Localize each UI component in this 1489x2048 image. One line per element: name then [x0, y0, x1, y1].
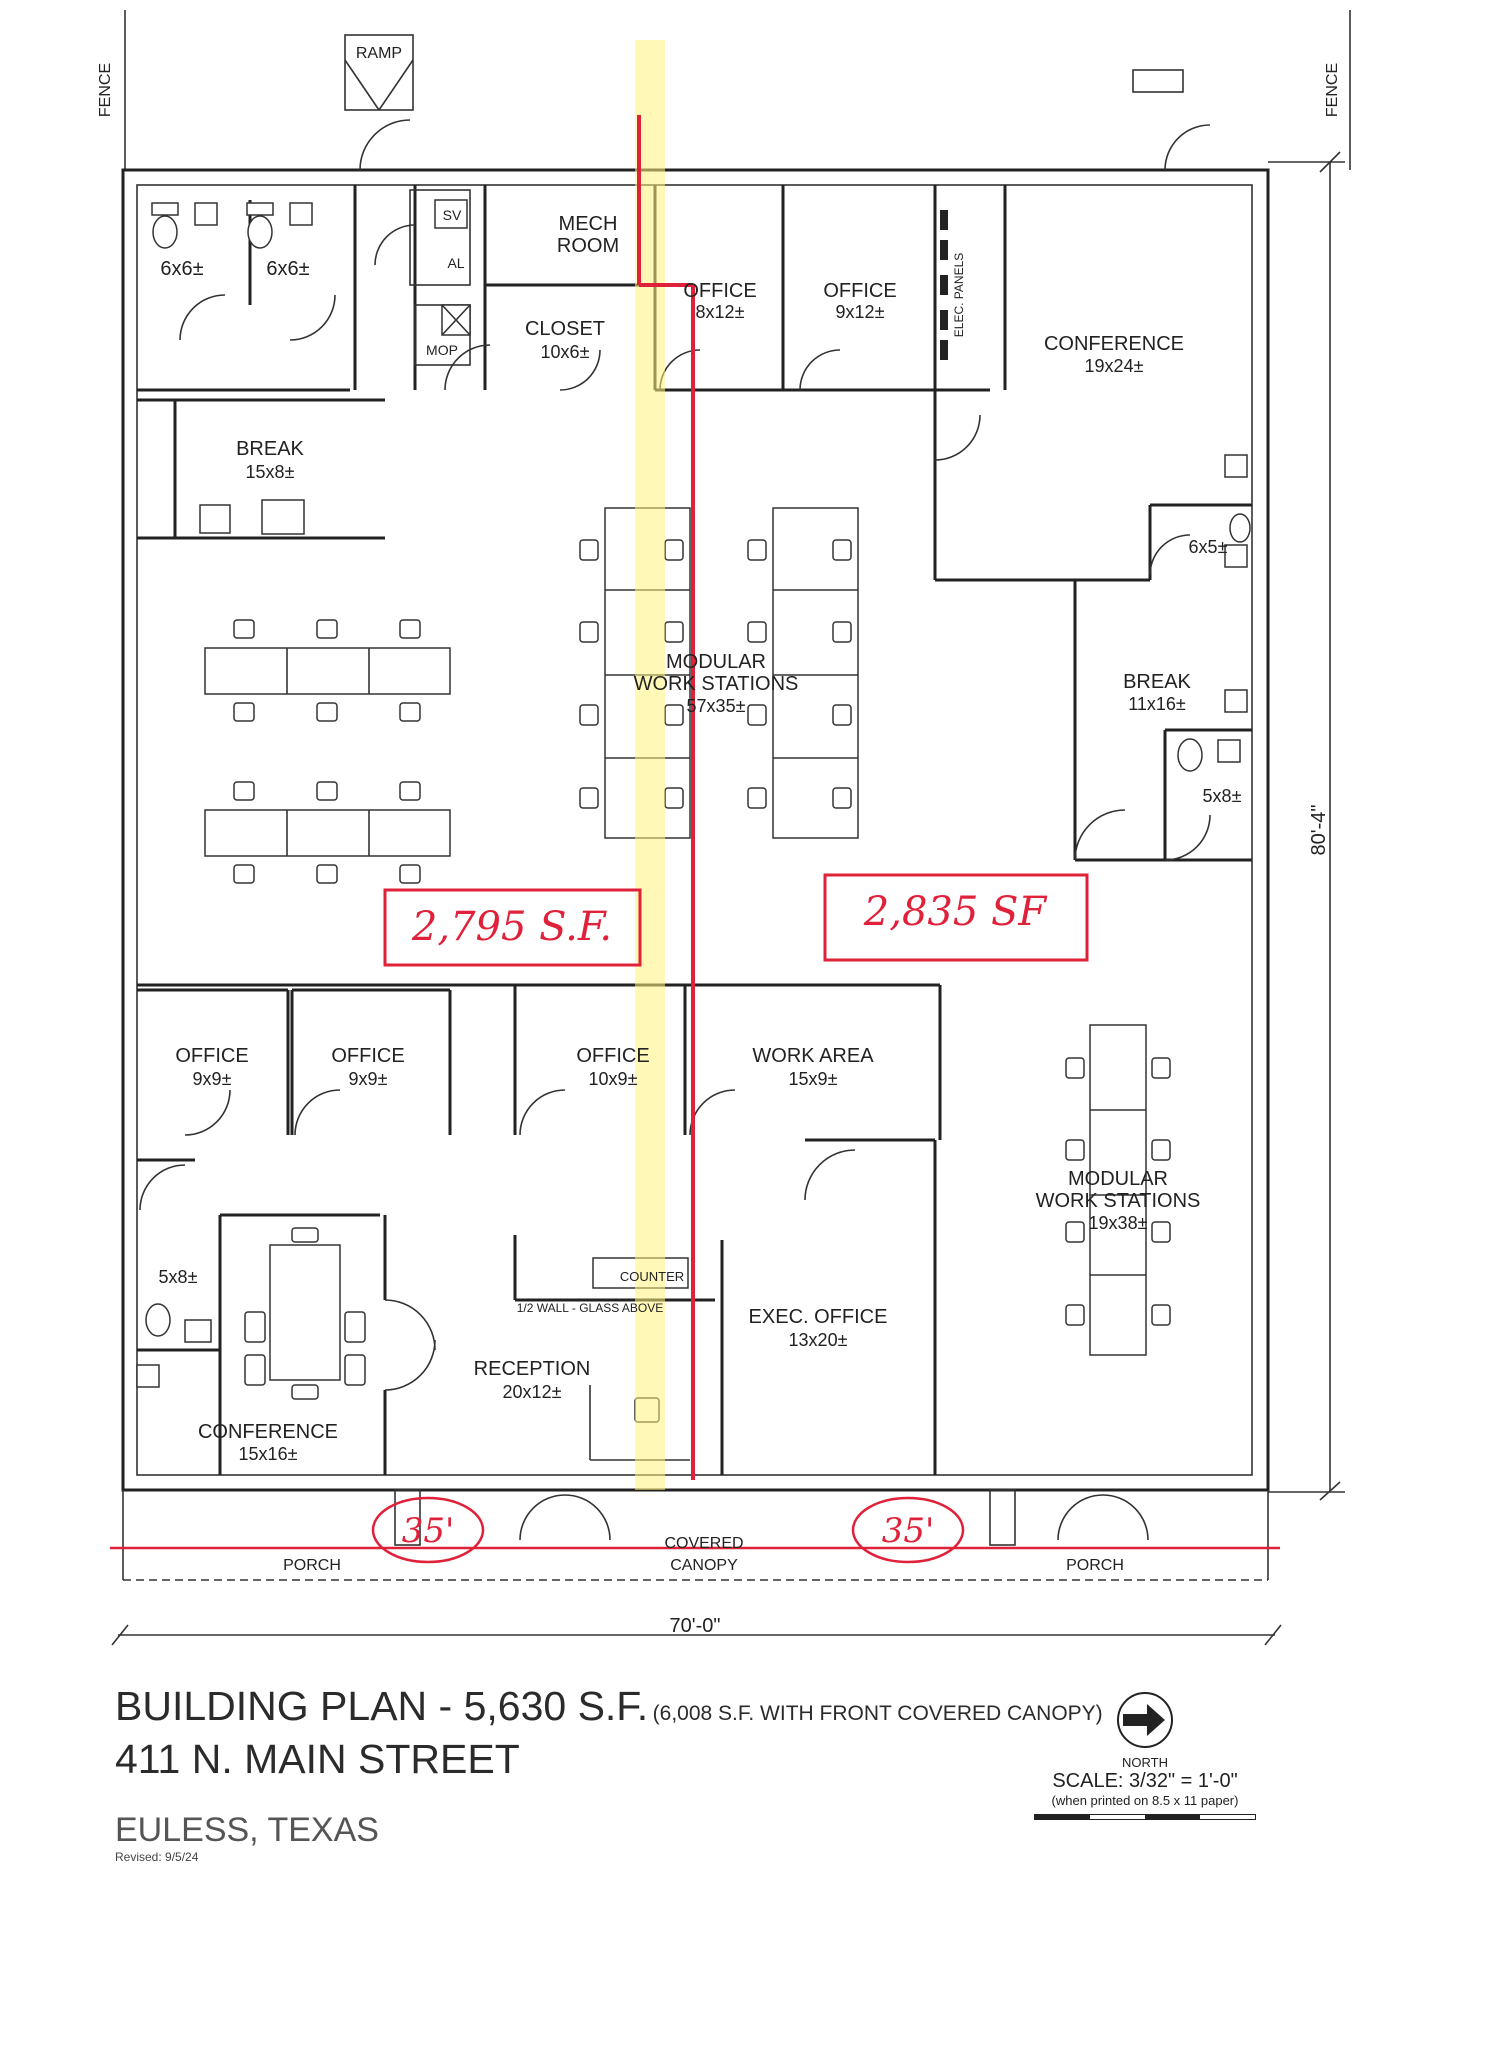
sf-left-annotation: 2,795 S.F. [411, 904, 612, 950]
markup-boxes [371, 873, 1089, 1564]
office-top1-name: OFFICE [683, 280, 756, 302]
mop-label: MOP [426, 342, 458, 358]
scale-note: (when printed on 8.5 x 11 paper) [1051, 1793, 1239, 1808]
restroom-a-size: 6x6± [160, 258, 203, 280]
scale-label: SCALE: 3/32" = 1'-0" [1052, 1770, 1238, 1792]
ft-right-annotation: 35' [882, 1511, 935, 1551]
title-line: BUILDING PLAN - 5,630 S.F. (6,008 S.F. W… [115, 1683, 1103, 1730]
modular-right-label-1: MODULAR [1068, 1168, 1168, 1190]
scale-bar [1034, 1814, 1256, 1820]
closet-size: 10x6± [541, 342, 590, 362]
sf-right-annotation: 2,835 SF [863, 889, 1048, 935]
title-block: BUILDING PLAN - 5,630 S.F. (6,008 S.F. W… [115, 1683, 1103, 1864]
office-top1-size: 8x12± [696, 302, 745, 322]
closet-name: CLOSET [525, 318, 605, 340]
break-left-name: BREAK [236, 438, 304, 460]
porch-area [122, 1489, 1269, 1581]
restroom-b-size: 6x6± [266, 258, 309, 280]
break-right-name: BREAK [1123, 671, 1191, 693]
conference-bottom-name: CONFERENCE [198, 1421, 338, 1443]
reception-name: RECEPTION [474, 1358, 591, 1380]
break-right-size: 11x16± [1128, 694, 1186, 714]
address: 411 N. MAIN STREET [115, 1736, 520, 1782]
electrical-panels [940, 210, 948, 360]
top-room-walls [137, 185, 1252, 862]
porch-left-label: PORCH [283, 1557, 341, 1574]
north-label: NORTH [1122, 1755, 1168, 1770]
exec-office-size: 13x20± [789, 1330, 848, 1350]
covered-canopy-label-1: COVERED [664, 1535, 743, 1552]
office-b2-size: 9x9± [349, 1069, 388, 1089]
exec-office-name: EXEC. OFFICE [749, 1306, 888, 1328]
scale-block: NORTH SCALE: 3/32" = 1'-0" (when printed… [1020, 1690, 1270, 1820]
fence-lines [124, 10, 1351, 170]
sv-label: SV [443, 207, 462, 223]
office-b1-size: 9x9± [193, 1069, 232, 1089]
fence-right-label: FENCE [1324, 63, 1341, 117]
office-b3-size: 10x9± [589, 1069, 638, 1089]
modular-right-size: 19x38± [1089, 1213, 1148, 1233]
counter-label: COUNTER [620, 1269, 684, 1284]
restroom-5x8-right-size: 5x8± [1203, 786, 1242, 806]
reception-size: 20x12± [503, 1382, 562, 1402]
markup-highlight [110, 40, 1280, 1550]
dimension-80-label: 80'-4" [1308, 805, 1330, 856]
mech-room-label-2: ROOM [557, 235, 619, 257]
north-arrow-icon [1117, 1692, 1173, 1748]
mech-room-label-1: MECH [559, 213, 618, 235]
office-top2-size: 9x12± [836, 302, 885, 322]
restroom-5x8-left-size: 5x8± [159, 1267, 198, 1287]
al-label: AL [447, 255, 464, 271]
dimension-70-label: 70'-0" [670, 1615, 721, 1637]
dimension-lines [111, 151, 1345, 1646]
revised-date: Revised: 9/5/24 [115, 1850, 199, 1864]
ft-left-annotation: 35' [402, 1511, 455, 1551]
plan-title: BUILDING PLAN - 5,630 S.F. [115, 1683, 649, 1729]
ramp [344, 34, 1184, 111]
restroom-fixtures [136, 202, 1251, 1388]
porch-right-label: PORCH [1066, 1557, 1124, 1574]
work-area-name: WORK AREA [752, 1045, 874, 1067]
elec-panels-label: ELEC. PANELS [952, 253, 966, 337]
modular-main-size: 57x35± [687, 696, 746, 716]
desk-clusters [204, 507, 1147, 1381]
office-b1-name: OFFICE [175, 1045, 248, 1067]
door-swings [139, 119, 1211, 1541]
conference-bottom-size: 15x16± [239, 1444, 298, 1464]
modular-main-label-2: WORK STATIONS [634, 673, 799, 695]
city: EULESS, TEXAS [115, 1811, 379, 1849]
chairs [233, 539, 1171, 1423]
break-left-size: 15x8± [246, 462, 295, 482]
conference-top-name: CONFERENCE [1044, 333, 1184, 355]
fence-left-label: FENCE [97, 63, 114, 117]
covered-canopy-label-2: CANOPY [670, 1557, 738, 1574]
modular-main-label-1: MODULAR [666, 651, 766, 673]
office-b3-name: OFFICE [576, 1045, 649, 1067]
restroom-6x5-size: 6x5± [1189, 537, 1228, 557]
office-top2-name: OFFICE [823, 280, 896, 302]
lower-room-walls [123, 983, 1268, 1492]
work-area-size: 15x9± [789, 1069, 838, 1089]
plan-title-note: (6,008 S.F. WITH FRONT COVERED CANOPY) [652, 1702, 1103, 1725]
utility-fixtures [434, 199, 471, 336]
conference-top-size: 19x24± [1085, 356, 1144, 376]
ramp-label: RAMP [356, 45, 402, 62]
half-wall-label: 1/2 WALL - GLASS ABOVE [517, 1301, 664, 1315]
office-b2-name: OFFICE [331, 1045, 404, 1067]
modular-right-label-2: WORK STATIONS [1036, 1190, 1201, 1212]
